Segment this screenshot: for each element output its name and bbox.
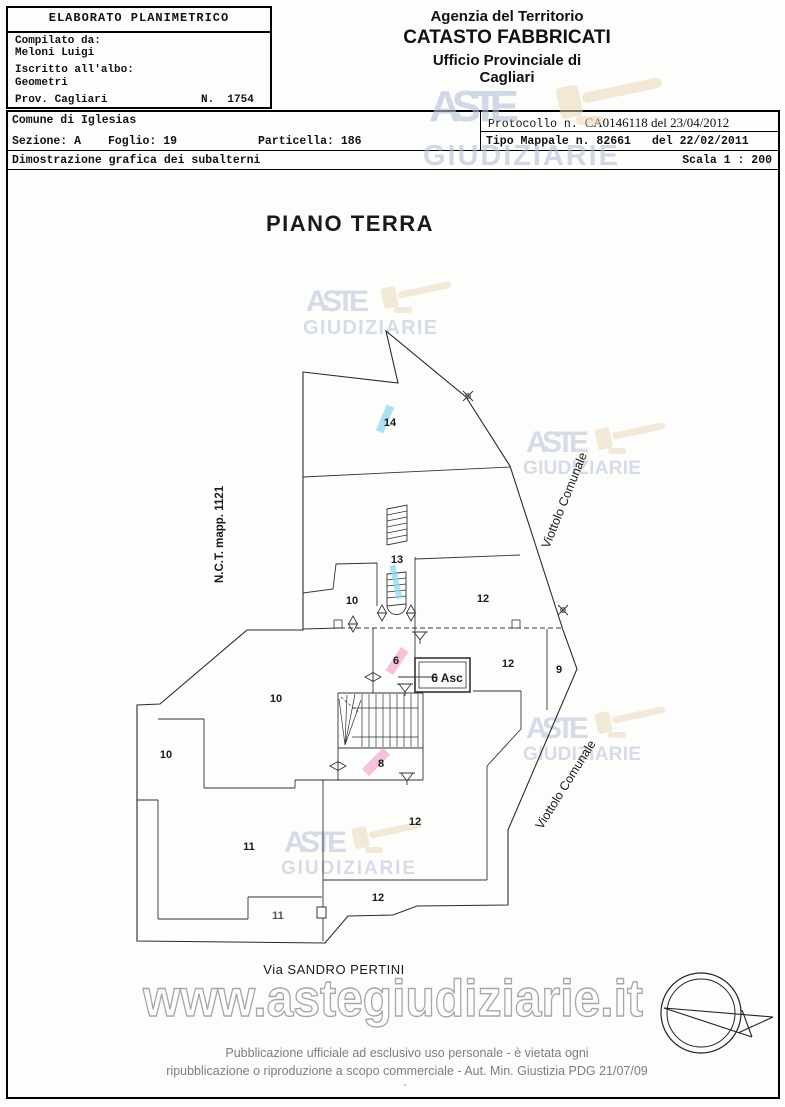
foglio-label: Foglio: 19 <box>108 135 178 148</box>
agency-line2: CATASTO FABBRICATI <box>403 27 611 49</box>
tipo-mappale-label: Tipo Mappale n. 82661 <box>486 135 631 148</box>
comune-label: Comune di Iglesias <box>12 114 137 127</box>
sezione-label: Sezione: A <box>12 135 82 148</box>
province-label: Prov. Cagliari <box>15 94 108 106</box>
protocol-label: Protocollo n. <box>488 118 585 131</box>
scale-label: Scala 1 : 200 <box>682 154 772 167</box>
caption-label: Dimostrazione grafica dei subalterni <box>12 154 261 167</box>
compiled-by-label: Compilato da: <box>15 35 101 47</box>
footer-line1: Pubblicazione ufficiale ad esclusivo uso… <box>225 1046 589 1060</box>
agency-line1: Agenzia del Territorio <box>430 8 584 25</box>
register-number: N. 1754 <box>201 94 254 106</box>
agency-line3: Ufficio Provinciale di <box>432 52 582 70</box>
tipo-mappale-date: del 22/02/2011 <box>652 135 749 148</box>
particella-label: Particella: 186 <box>258 135 362 148</box>
footer-dash: - <box>403 1079 407 1091</box>
surveyor-info-box: ELABORATO PLANIMETRICO Compilato da: Mel… <box>6 6 272 109</box>
footer-notice: Pubblicazione ufficiale ad esclusivo uso… <box>12 1044 785 1080</box>
register-label: Iscritto all'albo: <box>15 64 134 76</box>
document-title: ELABORATO PLANIMETRICO <box>8 8 270 33</box>
header-vertical-divider <box>480 110 481 150</box>
protocol-divider <box>480 131 778 132</box>
protocol-value: CA0146118 del 23/04/2012 <box>584 115 730 130</box>
header-divider-2 <box>6 169 778 170</box>
agency-header: Agenzia del Territorio CATASTO FABBRICAT… <box>398 8 616 87</box>
protocol-row: Protocollo n. CA0146118 del 23/04/2012 <box>488 114 729 132</box>
drawing-frame <box>6 110 780 1099</box>
compiled-by-value: Meloni Luigi <box>15 47 95 59</box>
register-value: Geometri <box>15 77 68 89</box>
header-divider-1 <box>6 150 778 151</box>
agency-line4: Cagliari <box>479 69 535 87</box>
footer-line2: ripubblicazione o riproduzione a scopo c… <box>166 1064 648 1078</box>
